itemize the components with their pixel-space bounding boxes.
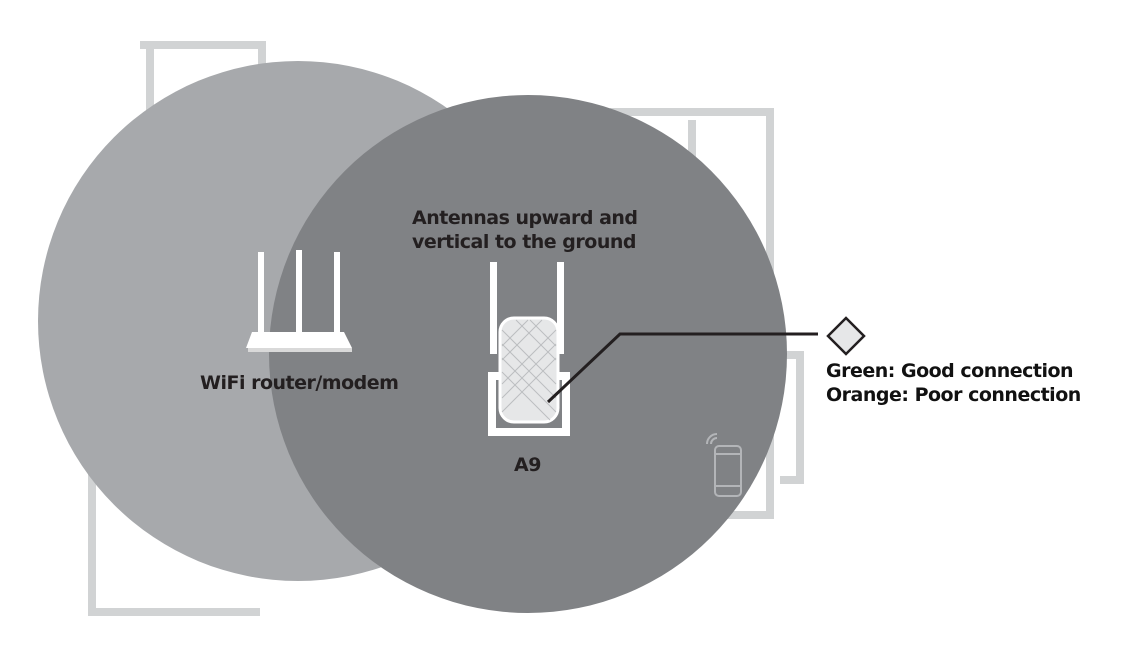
extender-label: A9 — [514, 454, 541, 476]
led-diamond-icon — [826, 316, 866, 356]
antenna-label-line1: Antennas upward and — [412, 207, 638, 229]
led-orange-label: Orange: Poor connection — [826, 384, 1081, 406]
led-legend: Green: Good connection Orange: Poor conn… — [826, 359, 1081, 407]
led-green-label: Green: Good connection — [826, 360, 1074, 382]
antenna-label-line2: vertical to the ground — [412, 231, 636, 253]
router-icon — [246, 250, 352, 352]
extender-icon — [488, 262, 570, 436]
smartphone-wifi-icon — [706, 433, 742, 497]
router-label: WiFi router/modem — [200, 372, 399, 394]
antenna-instruction-label: Antennas upward and vertical to the grou… — [412, 206, 638, 254]
led-pointer-line — [546, 332, 818, 404]
